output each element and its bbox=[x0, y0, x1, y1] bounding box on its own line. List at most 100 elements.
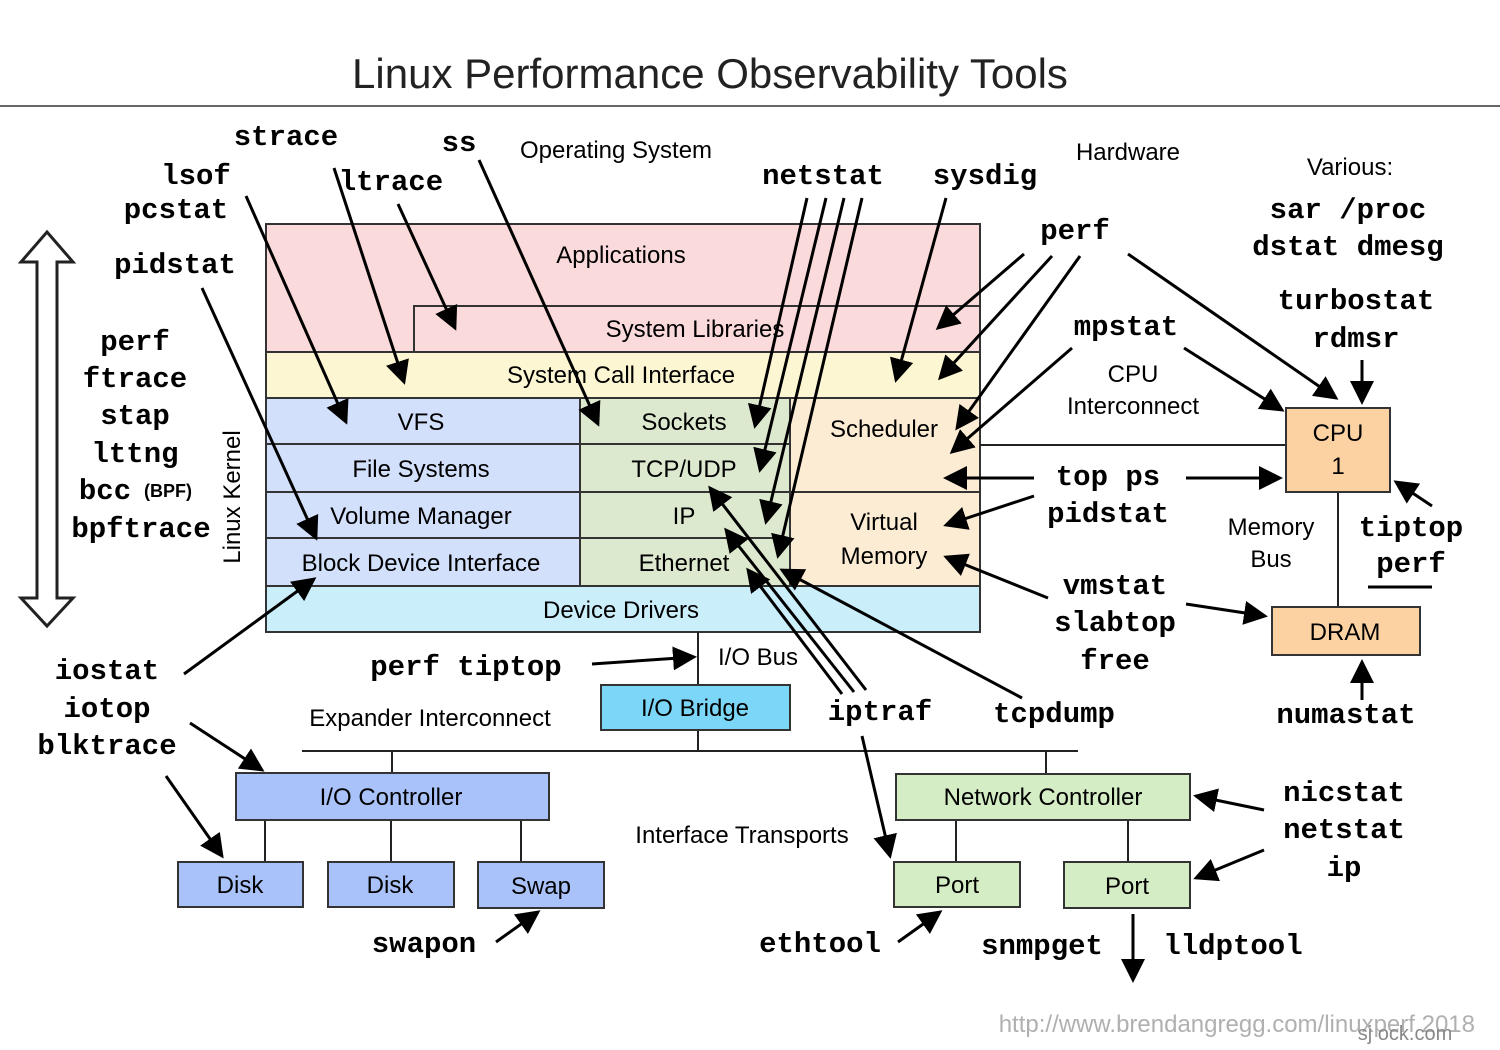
tool-pidstat-right: pidstat bbox=[1047, 498, 1169, 531]
io-bus-label: I/O Bus bbox=[718, 644, 798, 671]
tool-lldptool: lldptool bbox=[1163, 930, 1302, 963]
arrow-blktrace-disk bbox=[164, 775, 224, 859]
tool-netstat-top: netstat bbox=[762, 160, 884, 193]
arrow-slabtop-dram bbox=[1185, 600, 1268, 625]
arrow-tcpdump-ethernet bbox=[779, 568, 1023, 700]
arrow-netstat-tcp bbox=[753, 197, 828, 473]
tool-bpftrace: bpftrace bbox=[71, 513, 210, 546]
arrow-swapon-swap bbox=[495, 910, 541, 944]
tool-free: free bbox=[1080, 645, 1150, 678]
io-bridge-box bbox=[600, 684, 791, 731]
file-systems-box bbox=[265, 443, 581, 493]
arrow-vmstat-vm bbox=[943, 553, 1049, 600]
page-title: Linux Performance Observability Tools bbox=[352, 50, 1068, 97]
virtual-memory-label-2: Memory bbox=[841, 543, 928, 570]
tool-perf-top: perf bbox=[1040, 215, 1110, 248]
disk-label-2: Disk bbox=[367, 872, 415, 899]
io-bridge-label: I/O Bridge bbox=[641, 695, 749, 722]
tool-sar-proc: sar /proc bbox=[1270, 194, 1427, 227]
tool-ip: ip bbox=[1327, 852, 1362, 885]
tool-iptraf: iptraf bbox=[828, 696, 932, 729]
tool-top-ps: top ps bbox=[1056, 461, 1160, 494]
arrow-perf-syscall bbox=[937, 254, 1054, 381]
tool-perf-tiptop: perf tiptop bbox=[370, 651, 561, 684]
port-box-2 bbox=[1063, 861, 1191, 909]
cpu-count-label: 1 bbox=[1331, 453, 1344, 480]
tool-arrows bbox=[164, 159, 1433, 983]
expander-interconnect-label: Expander Interconnect bbox=[309, 705, 551, 732]
arrow-netstat-ethernet bbox=[771, 197, 864, 559]
arrow-ethtool-port bbox=[897, 910, 943, 944]
arrow-iptraf-ethernet bbox=[746, 567, 844, 695]
tool-ss: ss bbox=[442, 127, 477, 160]
ip-label: IP bbox=[673, 503, 696, 530]
system-call-interface-label: System Call Interface bbox=[507, 362, 735, 389]
tool-ftrace: ftrace bbox=[83, 363, 187, 396]
network-controller-label: Network Controller bbox=[944, 784, 1143, 811]
io-controller-box bbox=[235, 772, 550, 821]
arrow-iostat-block bbox=[183, 577, 317, 676]
system-call-interface-layer bbox=[265, 351, 981, 399]
disk-box-2 bbox=[327, 861, 455, 908]
arrow-netstat-ip bbox=[759, 197, 846, 525]
arrow-netstat-sockets bbox=[747, 197, 809, 429]
arrow-pidstat-block bbox=[200, 287, 319, 541]
sockets-label: Sockets bbox=[641, 409, 726, 436]
disk-label-1: Disk bbox=[217, 872, 265, 899]
tool-ethtool: ethtool bbox=[759, 928, 881, 961]
tool-perf-right: perf bbox=[1376, 548, 1446, 581]
tool-tiptop-right: tiptop bbox=[1359, 512, 1463, 545]
arrow-perf-syslib bbox=[935, 252, 1025, 330]
operating-system-label: Operating System bbox=[520, 137, 712, 164]
block-device-interface-label: Block Device Interface bbox=[302, 550, 541, 577]
applications-label: Applications bbox=[556, 242, 685, 269]
tool-vmstat: vmstat bbox=[1063, 570, 1167, 603]
tool-slabtop: slabtop bbox=[1054, 607, 1176, 640]
arrow-mpstat-cpu bbox=[1183, 346, 1285, 412]
tool-stap: stap bbox=[100, 400, 170, 433]
tool-perf-left: perf bbox=[100, 326, 170, 359]
disk-box-1 bbox=[177, 861, 304, 908]
arrow-iptraf-port bbox=[860, 735, 897, 859]
system-libraries-bracket bbox=[413, 305, 980, 352]
port-label-2: Port bbox=[1105, 873, 1149, 900]
arrow-lsof-vfs bbox=[244, 195, 349, 425]
interface-transports-label: Interface Transports bbox=[635, 822, 848, 849]
cpu-label: CPU bbox=[1313, 420, 1364, 447]
system-libraries-label: System Libraries bbox=[606, 316, 785, 343]
tool-netstat-bottom: netstat bbox=[1283, 814, 1405, 847]
arrow-netstat-port bbox=[1193, 848, 1265, 882]
tool-iostat: iostat bbox=[55, 655, 159, 688]
tool-lsof: lsof bbox=[161, 160, 231, 193]
tool-ltrace: ltrace bbox=[339, 166, 443, 199]
tool-nicstat: nicstat bbox=[1283, 777, 1405, 810]
swap-label: Swap bbox=[511, 873, 571, 900]
tool-numastat: numastat bbox=[1276, 699, 1415, 732]
dram-label: DRAM bbox=[1310, 619, 1381, 646]
tool-snmpget: snmpget bbox=[981, 930, 1103, 963]
arrow-ltrace-syslib bbox=[396, 203, 458, 331]
port-label-1: Port bbox=[935, 872, 979, 899]
device-drivers-label: Device Drivers bbox=[543, 597, 699, 624]
arrow-sysdig-syscall bbox=[889, 197, 948, 383]
tool-iotop: iotop bbox=[63, 693, 150, 726]
arrow-strace-syscall bbox=[332, 167, 409, 385]
volume-manager-label: Volume Manager bbox=[330, 503, 511, 530]
vfs-box bbox=[265, 397, 581, 445]
linux-kernel-label: Linux Kernel bbox=[219, 430, 246, 563]
swap-box bbox=[477, 861, 605, 909]
arrow-tiptop-cpu bbox=[1393, 480, 1433, 508]
virtual-memory-label-1: Virtual bbox=[850, 509, 918, 536]
arrow-perf-tiptop-iobus bbox=[591, 646, 697, 671]
dram-box bbox=[1271, 606, 1421, 656]
block-device-interface-box bbox=[265, 537, 581, 587]
arrow-nicstat-controller bbox=[1193, 788, 1265, 812]
tool-lttng: lttng bbox=[91, 438, 178, 471]
hardware-label: Hardware bbox=[1076, 139, 1180, 166]
memory-bus-label-2: Bus bbox=[1250, 546, 1291, 573]
watermark-text: sj ock.com bbox=[1358, 1023, 1452, 1045]
tool-sysdig: sysdig bbox=[933, 160, 1037, 193]
scheduler-label: Scheduler bbox=[830, 416, 938, 443]
device-drivers-layer bbox=[265, 585, 981, 633]
